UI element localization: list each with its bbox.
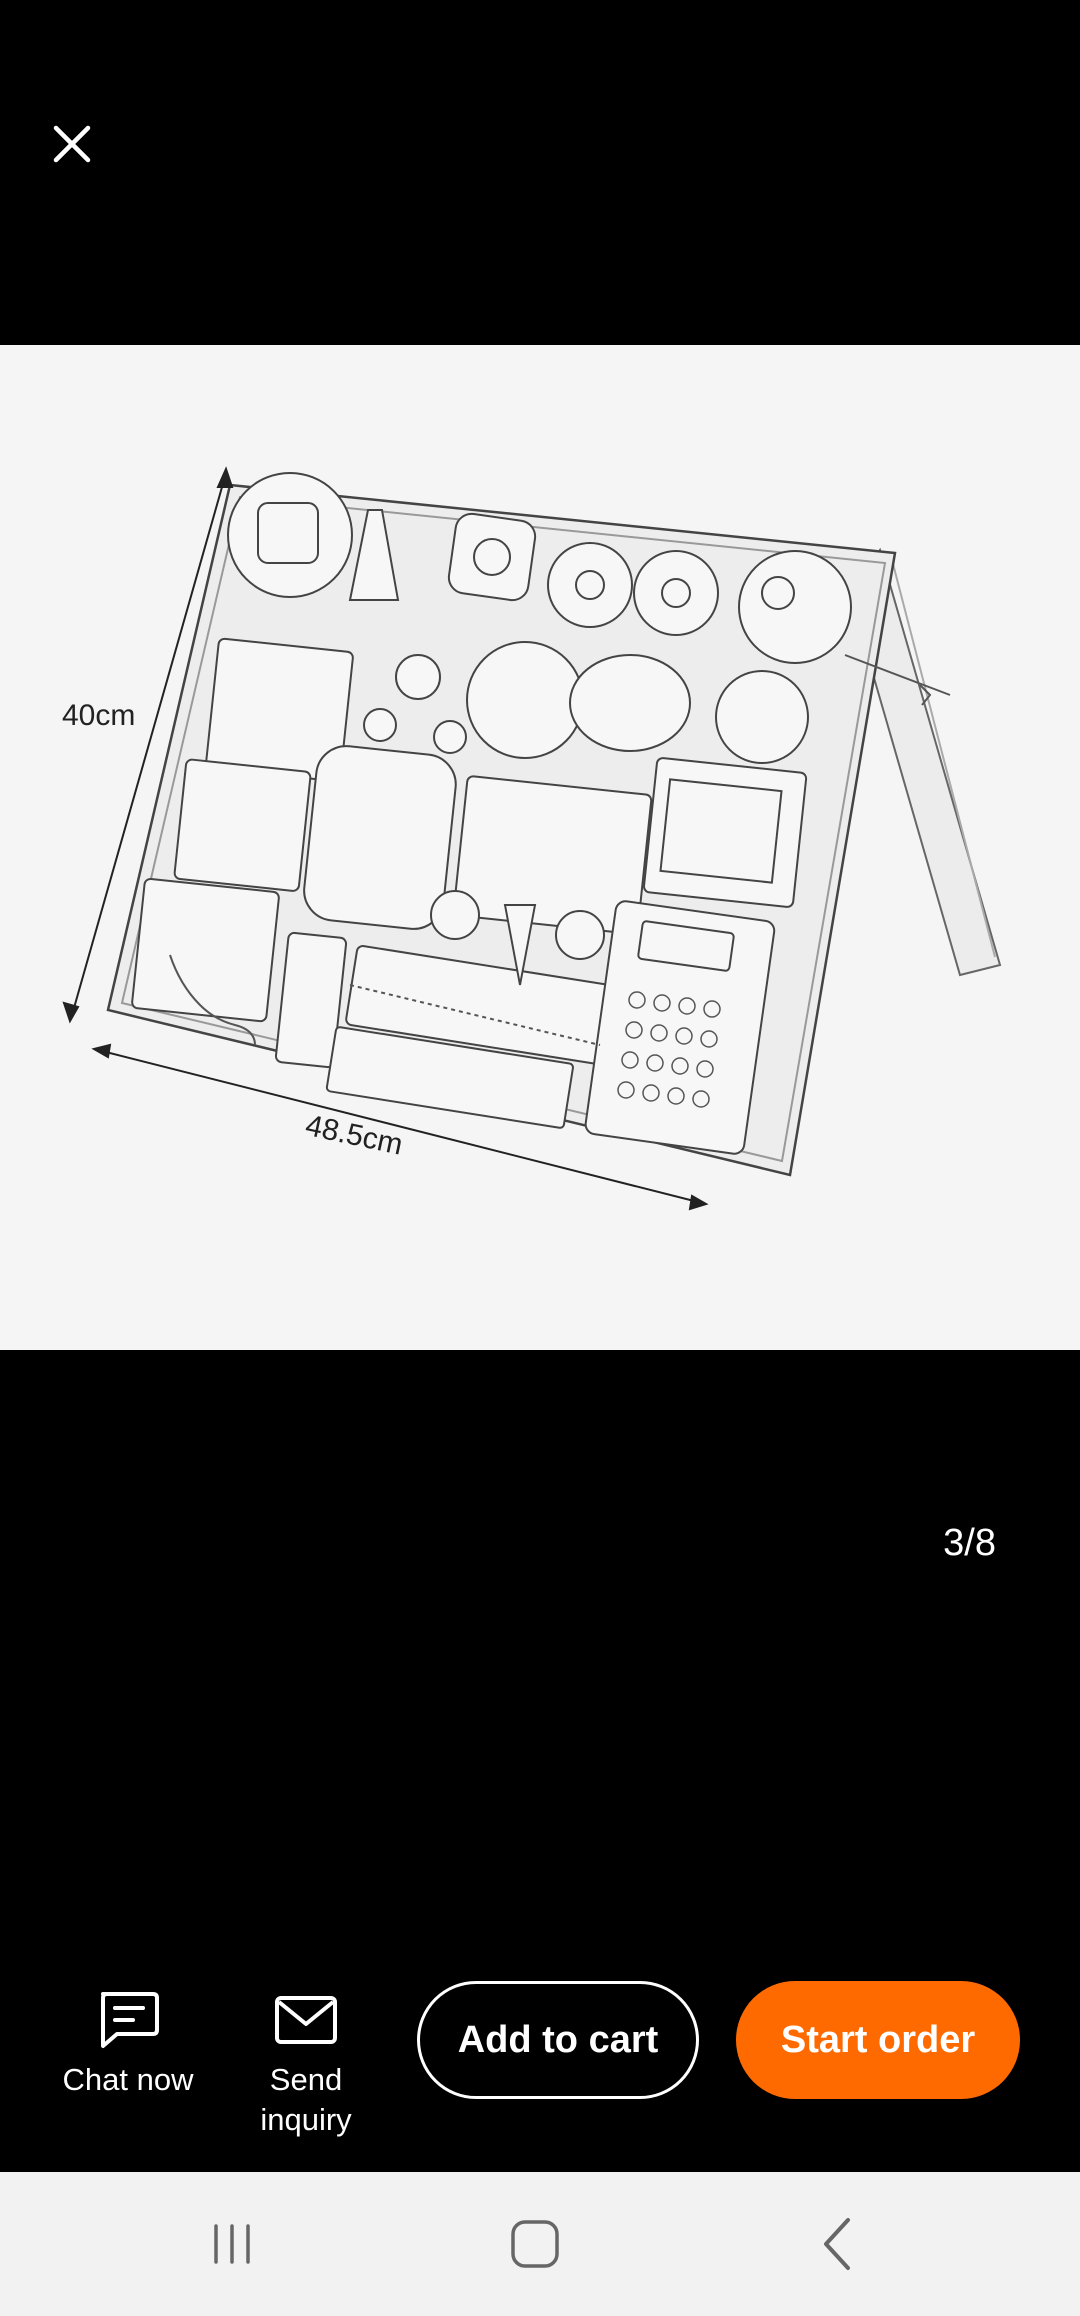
- recents-button[interactable]: [152, 2172, 312, 2316]
- page-counter: 3/8: [943, 1522, 996, 1564]
- chat-bubble-icon: [101, 1992, 159, 2048]
- recents-icon: [214, 2224, 250, 2264]
- width-dimension-label: 48.5cm: [303, 1109, 406, 1162]
- close-icon: [53, 125, 91, 163]
- back-button[interactable]: [758, 2172, 918, 2316]
- chat-now-label: Chat now: [62, 2062, 194, 2097]
- home-icon: [511, 2220, 559, 2268]
- send-inquiry-label: Send inquiry: [260, 2060, 351, 2140]
- chat-now-button[interactable]: Chat now: [48, 1990, 208, 2100]
- home-button[interactable]: [455, 2172, 615, 2316]
- system-nav-bar: [0, 2172, 1080, 2316]
- close-button[interactable]: [40, 112, 104, 176]
- send-inquiry-line1: Send: [269, 2062, 343, 2097]
- bottom-action-bar: Chat now Send inquiry Add to cart Start …: [0, 1960, 1080, 2172]
- start-order-button[interactable]: Start order: [736, 1981, 1020, 2099]
- envelope-icon: [275, 1996, 337, 2044]
- height-dimension-label: 40cm: [62, 699, 135, 732]
- back-icon: [824, 2218, 850, 2270]
- add-to-cart-button[interactable]: Add to cart: [417, 1981, 699, 2099]
- send-inquiry-line2: inquiry: [260, 2102, 352, 2137]
- busy-board-illustration: 40cm 48.5cm: [62, 466, 1002, 1211]
- product-image[interactable]: 40cm 48.5cm: [0, 345, 1080, 1350]
- send-inquiry-button[interactable]: Send inquiry: [226, 1990, 386, 2140]
